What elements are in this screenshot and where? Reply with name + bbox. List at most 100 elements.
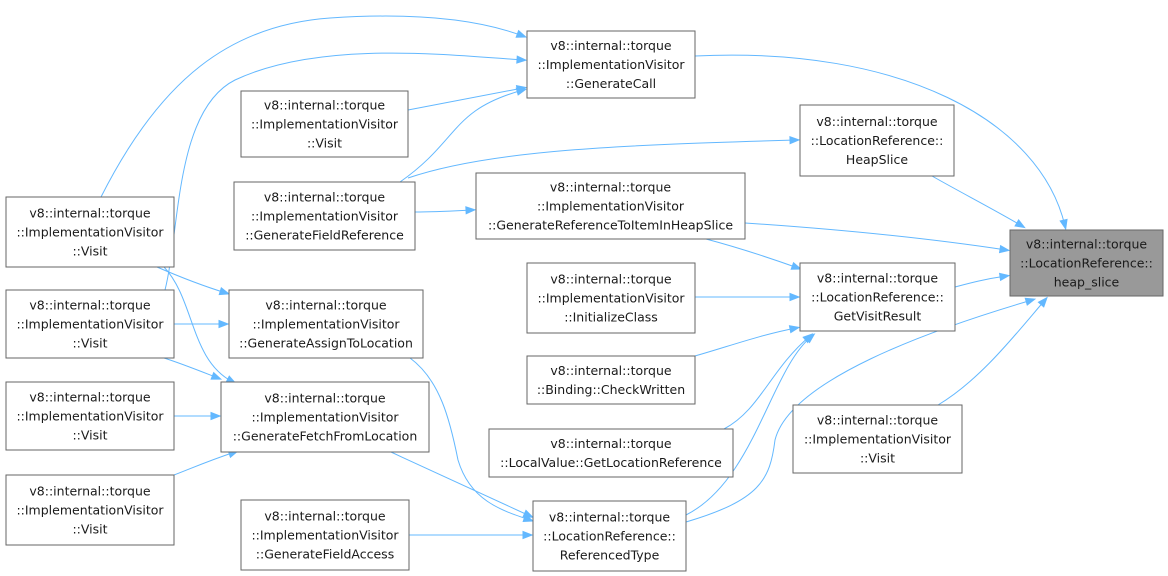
edge-generate_field_reference-to-generate_ref_item <box>414 206 477 215</box>
edge-visit_left2-to-generate_assign <box>174 319 230 329</box>
node-box <box>228 289 424 359</box>
node-label-line: ::LocationReference:: <box>811 290 944 305</box>
edge-line <box>744 222 1007 251</box>
edge-line <box>705 238 799 269</box>
node-label-line: v8::internal::torque <box>549 510 670 525</box>
node-box <box>526 262 696 334</box>
node-local-value[interactable]: v8::internal::torque::LocalValue::GetLoc… <box>488 428 734 478</box>
node-label-line: v8::internal::torque <box>817 271 938 286</box>
node-label-line: v8::internal::torque <box>29 298 150 313</box>
edge-line <box>409 357 531 521</box>
edge-line <box>390 451 531 517</box>
node-label-line: ::ImplementationVisitor <box>251 410 399 425</box>
edge-heapslice-to-heap_slice <box>931 175 1026 229</box>
node-box <box>792 404 963 474</box>
node-box <box>5 196 175 268</box>
node-box <box>475 172 746 240</box>
nodes-layer: v8::internal::torque::LocationReference:… <box>5 30 1164 572</box>
node-label-line: GetVisitResult <box>834 309 922 324</box>
edge-generate_ref_item-to-heap_slice <box>744 222 1011 254</box>
node-referenced-type[interactable]: v8::internal::torque::LocationReference:… <box>532 500 687 572</box>
edge-arrowhead <box>515 87 528 96</box>
node-label-line: ::GenerateFieldReference <box>245 228 404 243</box>
edge-arrowhead <box>522 530 534 540</box>
node-generate-field-reference[interactable]: v8::internal::torque::ImplementationVisi… <box>233 181 416 251</box>
node-label-line: ::ImplementationVisitor <box>16 503 164 518</box>
node-initialize-class[interactable]: v8::internal::torque::ImplementationVisi… <box>526 262 696 334</box>
edge-arrowhead <box>210 371 223 380</box>
node-label-line: ::GenerateCall <box>566 76 656 91</box>
node-label-line: heap_slice <box>1054 275 1120 290</box>
edge-line <box>694 327 797 357</box>
node-box <box>233 181 416 251</box>
node-label-line: ReferencedType <box>560 548 660 563</box>
edge-line <box>164 52 524 291</box>
edge-generate_field_access-to-referenced_type <box>409 530 534 540</box>
node-label-line: ::LocationReference:: <box>1020 256 1153 271</box>
edge-line <box>399 89 524 183</box>
edge-line <box>156 266 227 294</box>
node-visit-left2[interactable]: v8::internal::torque::ImplementationVisi… <box>5 289 175 359</box>
node-box <box>240 499 410 571</box>
edge-line <box>407 139 797 179</box>
edge-generate_fetch-to-referenced_type <box>390 451 534 518</box>
node-label-line: ::GenerateFieldAccess <box>256 547 394 562</box>
node-box <box>488 428 734 478</box>
node-visit-top[interactable]: v8::internal::torque::ImplementationVisi… <box>240 90 409 158</box>
node-get-visit-result[interactable]: v8::internal::torque::LocationReference:… <box>799 262 956 332</box>
edge-visit_left3-to-generate_fetch <box>173 411 222 421</box>
node-check-written[interactable]: v8::internal::torque::Binding::CheckWrit… <box>526 355 696 405</box>
edge-generate_field_reference-to-heapslice <box>407 135 801 179</box>
node-label-line: v8::internal::torque <box>264 98 385 113</box>
node-label-line: ::GenerateFetchFromLocation <box>233 429 418 444</box>
node-heapslice[interactable]: v8::internal::torque::LocationReference:… <box>799 104 955 177</box>
node-box <box>799 262 956 332</box>
node-visit-left3[interactable]: v8::internal::torque::ImplementationVisi… <box>5 381 175 451</box>
edge-arrowhead <box>789 292 801 302</box>
node-label-line: ::ImplementationVisitor <box>537 57 685 72</box>
edge-arrowhead <box>218 287 231 296</box>
node-label-line: ::GenerateAssignToLocation <box>239 336 413 351</box>
node-generate-fetch[interactable]: v8::internal::torque::ImplementationVisi… <box>220 381 430 453</box>
node-visit-right[interactable]: v8::internal::torque::ImplementationVisi… <box>792 404 963 474</box>
node-label-line: v8::internal::torque <box>816 114 937 129</box>
node-visit-left4[interactable]: v8::internal::torque::ImplementationVisi… <box>5 474 175 546</box>
node-generate-field-access[interactable]: v8::internal::torque::ImplementationVisi… <box>240 499 410 571</box>
edge-visit_top-to-generate_call <box>407 85 528 111</box>
edge-line <box>685 335 813 516</box>
node-label-line: ::Visit <box>860 451 895 466</box>
node-heap-slice[interactable]: v8::internal::torque::LocationReference:… <box>1009 229 1164 297</box>
edge-arrowhead <box>522 509 534 518</box>
node-box <box>240 90 409 158</box>
node-generate-call[interactable]: v8::internal::torque::ImplementationVisi… <box>526 30 696 99</box>
node-label-line: ::Visit <box>72 522 107 537</box>
edge-arrowhead <box>516 55 528 64</box>
node-label-line: v8::internal::torque <box>1026 237 1147 252</box>
node-label-line: ::ImplementationVisitor <box>251 209 399 224</box>
edge-visit_left2-to-generate_fetch <box>163 357 223 380</box>
edge-line <box>414 209 473 213</box>
node-label-line: ::LocalValue::GetLocationReference <box>500 455 722 470</box>
edge-line <box>694 54 1066 227</box>
node-label-line: v8::internal::torque <box>265 298 386 313</box>
edge-arrowhead <box>465 206 477 215</box>
node-box <box>5 474 175 546</box>
node-generate-ref-item[interactable]: v8::internal::torque::ImplementationVisi… <box>475 172 746 240</box>
node-generate-assign[interactable]: v8::internal::torque::ImplementationVisi… <box>228 289 424 359</box>
node-label-line: ::ImplementationVisitor <box>251 528 399 543</box>
edge-arrowhead <box>804 333 816 344</box>
edge-arrowhead <box>790 261 803 270</box>
node-visit-left1[interactable]: v8::internal::torque::ImplementationVisi… <box>5 196 175 268</box>
edge-line <box>931 175 1023 227</box>
node-label-line: v8::internal::torque <box>550 180 671 195</box>
edge-arrowhead <box>515 29 528 38</box>
node-label-line: ::Visit <box>72 336 107 351</box>
node-label-line: ::ImplementationVisitor <box>16 317 164 332</box>
node-label-line: ::Visit <box>307 136 342 151</box>
edge-visit_left4-to-generate_fetch <box>173 450 240 476</box>
node-label-line: v8::internal::torque <box>550 272 671 287</box>
node-label-line: ::ImplementationVisitor <box>16 409 164 424</box>
edge-get_visit_result-to-heap_slice <box>954 272 1011 288</box>
